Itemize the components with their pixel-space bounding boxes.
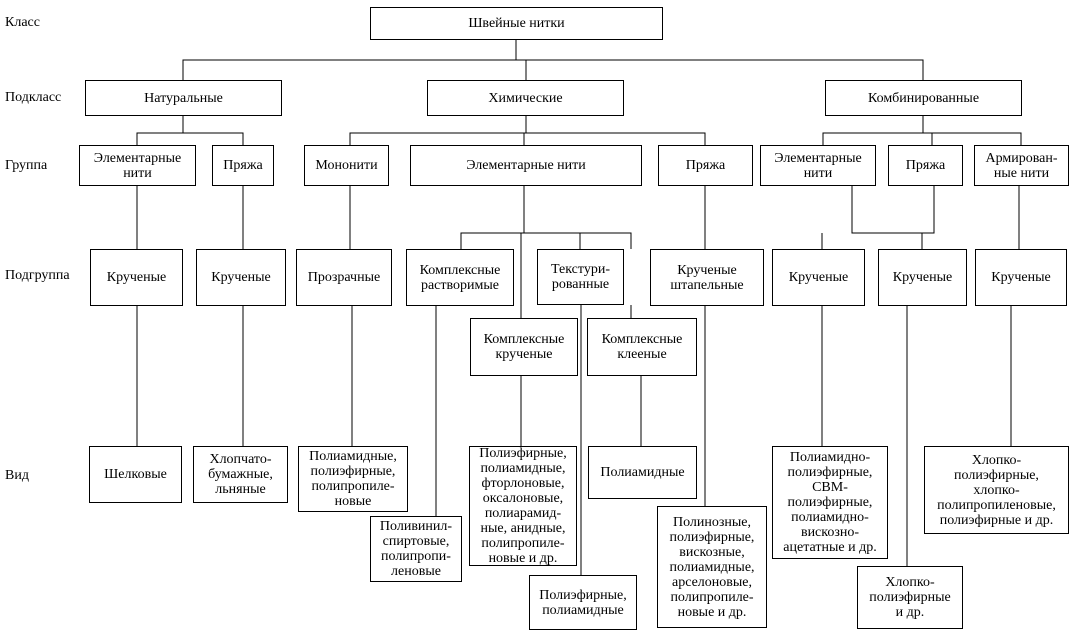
node-kind-polynosic: Полинозные, полиэфирные, вискозные, поли… [657,506,767,628]
node-natural: Натуральные [85,80,282,116]
node-nat-elementary: Элементарные нити [79,145,196,186]
node-kind-comb-elementary: Полиамидно- полиэфирные, СВМ- полиэфирны… [772,446,888,559]
row-label-class: Класс [5,15,40,30]
node-chem-elementary: Элементарные нити [410,145,642,186]
node-kind-silk: Шелковые [89,446,182,503]
node-sg-twisted-5: Крученые [975,249,1067,306]
node-kind-reinforced: Хлопко- полиэфирные, хлопко- полипропиле… [924,446,1069,534]
node-comb-reinforced: Армирован- ные нити [974,145,1069,186]
node-combined: Комбинированные [825,80,1022,116]
node-kind-pva-pp: Поливинил- спиртовые, полипропи- леновые [370,516,462,582]
node-sg-twisted-1: Крученые [90,249,183,306]
node-comb-elementary: Элементарные нити [760,145,876,186]
node-kind-cotton-pe: Хлопко- полиэфирные и др. [857,566,963,629]
node-sg-twisted-2: Крученые [196,249,286,306]
node-sg-complex-soluble: Комплексные растворимые [406,249,514,306]
node-kind-pe-pa: Полиэфирные, полиамидные [529,575,637,630]
row-label-kind: Вид [5,468,29,483]
node-sg-twisted-staple: Крученые штапельные [650,249,764,306]
node-kind-many-chem: Полиэфирные, полиамидные, фторлоновые, о… [469,446,577,566]
node-kind-cotton-linen: Хлопчато- бумажные, льняные [193,446,288,503]
node-kind-pa-pe-pp: Полиамидные, полиэфирные, полипропиле- н… [298,446,408,512]
node-kind-pa: Полиамидные [588,446,697,499]
node-sg-transparent: Прозрачные [296,249,392,306]
node-sg-complex-twisted: Комплексные крученые [470,318,578,376]
node-nat-yarn: Пряжа [212,145,274,186]
node-sg-twisted-3: Крученые [772,249,865,306]
node-sg-textured: Текстури- рованные [537,249,624,305]
node-sg-complex-glued: Комплексные клееные [587,318,697,376]
row-label-subclass: Подкласс [5,90,62,105]
node-sg-twisted-4: Крученые [878,249,967,306]
node-root: Швейные нитки [370,7,663,40]
node-chemical: Химические [427,80,624,116]
node-comb-yarn: Пряжа [888,145,963,186]
node-chem-yarn: Пряжа [658,145,753,186]
node-chem-monofil: Мононити [304,145,389,186]
row-label-subgroup: Подгруппа [5,268,70,283]
row-label-group: Группа [5,158,48,173]
